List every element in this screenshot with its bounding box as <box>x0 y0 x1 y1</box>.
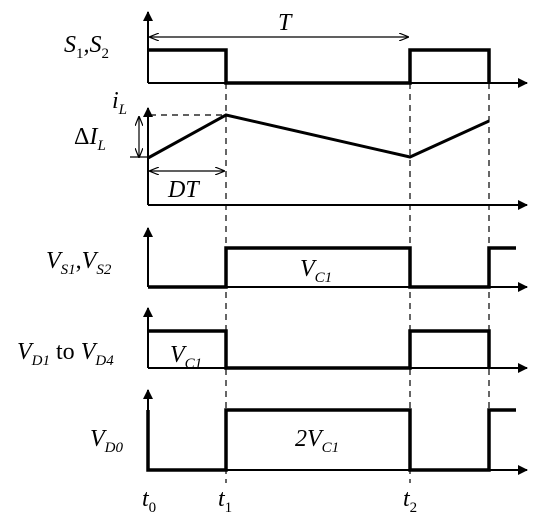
t1-label: t1 <box>218 486 232 516</box>
vd0-waveform <box>146 408 516 472</box>
vs-level-label: VC1 <box>300 256 332 286</box>
vs-waveform <box>148 246 516 289</box>
t0-label: t0 <box>142 486 156 516</box>
vd-level-label: VC1 <box>170 342 202 372</box>
vd0-level-label: 2VC1 <box>295 426 339 456</box>
vd-label: VD1 to VD4 <box>17 339 114 369</box>
t2-label: t2 <box>403 486 417 516</box>
duty-label: DT <box>167 177 200 203</box>
time-markers <box>150 50 490 483</box>
period-label: T <box>278 10 293 36</box>
vs-label: VS1,VS2 <box>46 248 112 278</box>
switch-label: S1,S2 <box>64 32 109 62</box>
ripple-label: ΔIL <box>74 124 106 154</box>
inductor-current-waveform <box>147 113 490 160</box>
current-label: iL <box>112 88 127 118</box>
axes <box>143 11 528 475</box>
vd0-label: VD0 <box>90 426 124 456</box>
vd-waveform <box>148 329 491 370</box>
switch-waveform <box>148 48 491 85</box>
